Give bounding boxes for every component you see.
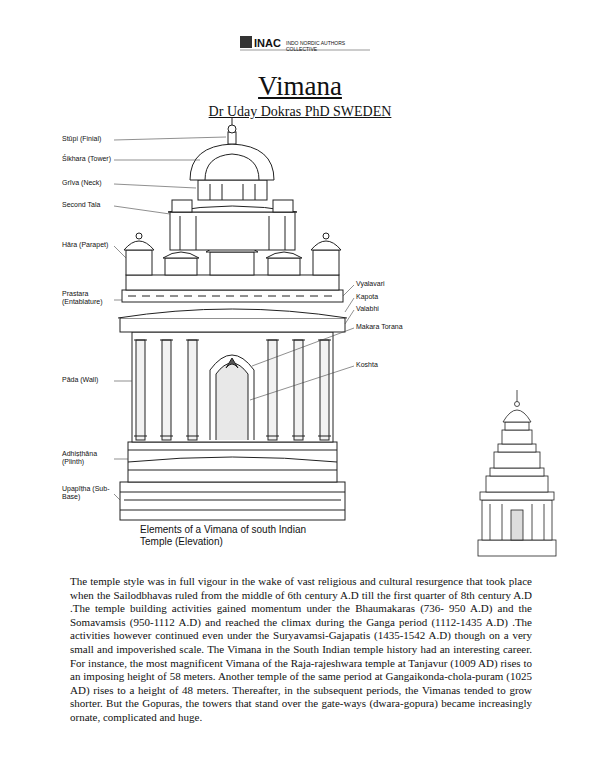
part-label: Śikhara (Tower) [62, 155, 114, 163]
part-label: Prastara (Entablature) [62, 290, 114, 306]
part-label: Adhiṣṭhāna (Plinth) [62, 450, 114, 466]
logo-subtext: INDO NORDIC AUTHORS COLLECTIVE [286, 40, 376, 52]
part-label: Valabhi [356, 305, 426, 313]
part-label: Second Tala [62, 201, 114, 209]
part-label: Koshta [356, 361, 426, 369]
part-label: Vyalavari [356, 280, 426, 288]
author-line: Dr Uday Dokras PhD SWEDEN [0, 103, 600, 120]
part-label: Stūpi (Finial) [62, 135, 114, 143]
part-label: Kapota [356, 293, 426, 301]
page-title: Vimana [0, 70, 600, 102]
part-label: Hāra (Parapet) [62, 241, 114, 249]
part-label: Pāda (Wall) [62, 376, 114, 384]
part-label: Grīva (Neck) [62, 179, 114, 187]
part-label: Makara Torana [356, 323, 426, 331]
figure-caption: Elements of a Vimana of south Indian Tem… [140, 524, 340, 548]
body-paragraph: The temple style was in full vigour in t… [70, 575, 532, 725]
part-label: Upapīṭha (Sub-Base) [62, 485, 114, 501]
logo-text: INAC [254, 37, 284, 50]
